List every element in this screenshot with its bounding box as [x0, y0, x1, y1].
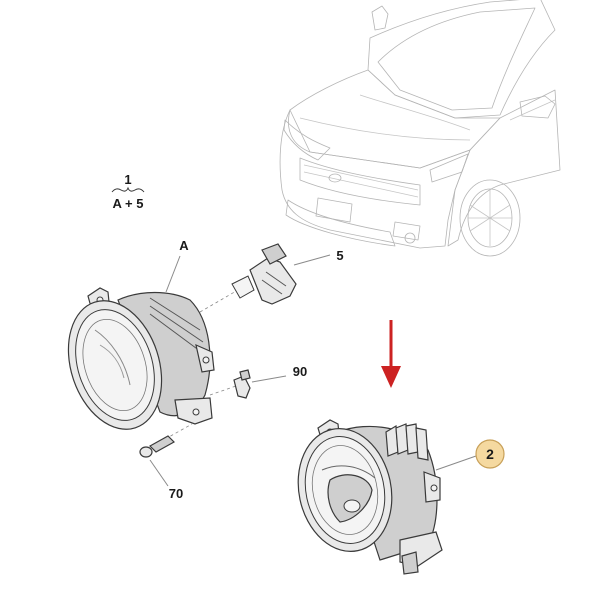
fog-lamp-housing — [67, 287, 215, 430]
arrow-down-icon — [381, 320, 401, 388]
screw-label: 70 — [169, 486, 183, 501]
bulb-label: 5 — [336, 248, 343, 263]
screw-callout: 70 — [149, 459, 183, 501]
replacement-fog-lamp — [297, 419, 443, 575]
heatsink-fins — [385, 423, 429, 461]
assembly-number-label: 1 — [124, 172, 131, 187]
bulb — [199, 243, 297, 313]
housing-callout: A — [165, 238, 189, 293]
replacement-lamp-callout: 2 — [435, 439, 505, 471]
clip-label: 90 — [293, 364, 307, 379]
assembly-callout: 1 A + 5 — [111, 172, 145, 211]
clip — [209, 369, 251, 399]
car-illustration — [279, 0, 561, 257]
screw — [139, 423, 193, 458]
bulb-callout: 5 — [293, 248, 344, 266]
clip-callout: 90 — [251, 364, 307, 383]
part-number-badge — [475, 439, 505, 469]
replacement-lamp-label: 2 — [486, 446, 494, 462]
housing-label: A — [179, 238, 189, 253]
assembly-formula-label: A + 5 — [113, 196, 144, 211]
